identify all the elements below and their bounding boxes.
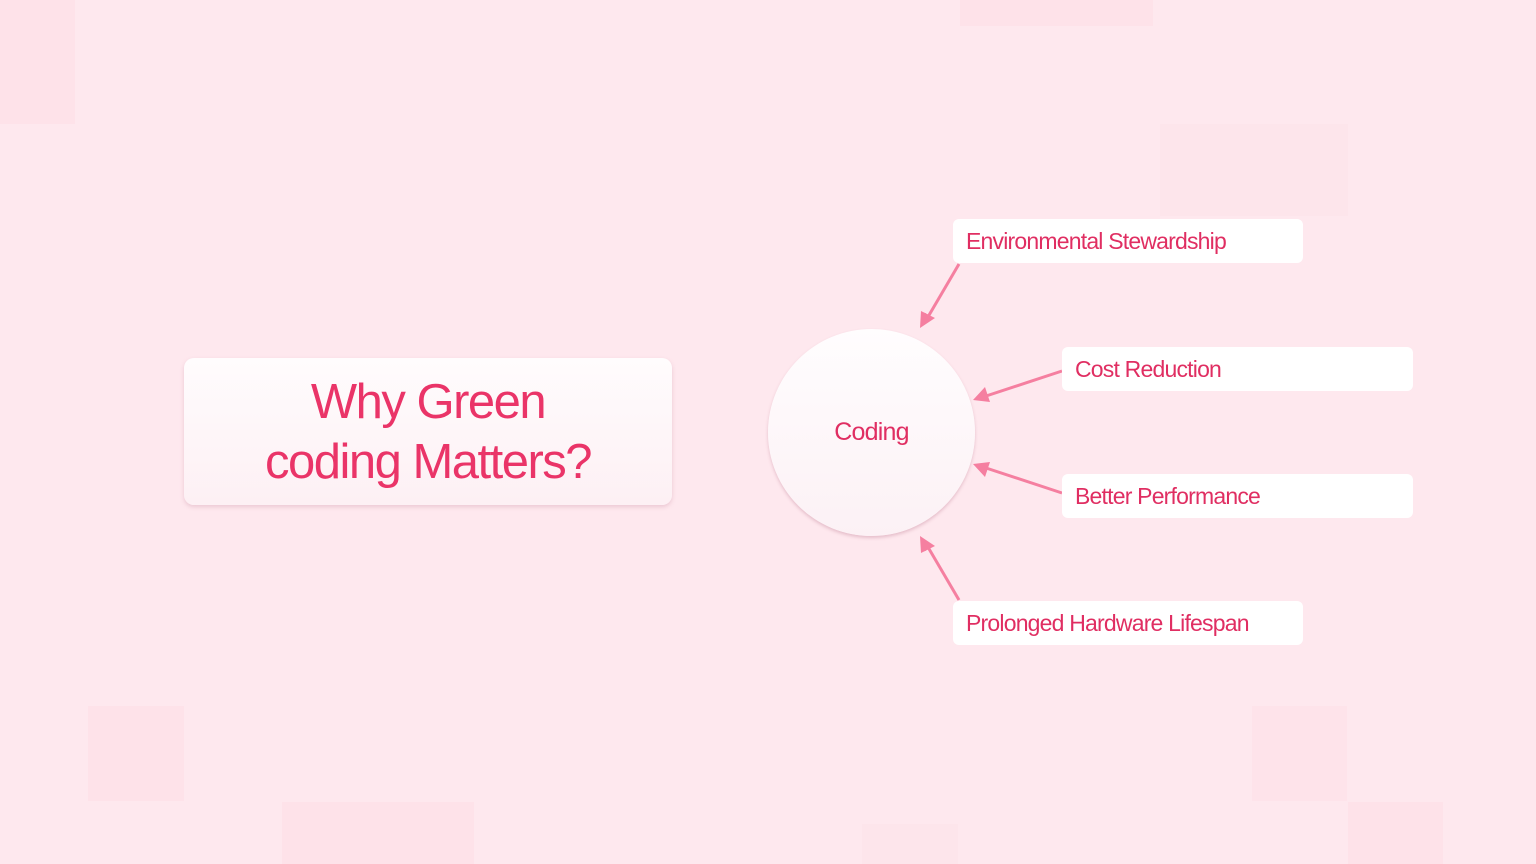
background-square — [960, 0, 1153, 26]
hub-label: Coding — [834, 418, 909, 446]
background-square — [88, 706, 184, 801]
background-square — [1252, 706, 1347, 801]
background-square — [0, 0, 75, 124]
title-card: Why Green coding Matters? — [184, 358, 672, 505]
benefit-label: Better Performance — [1075, 482, 1261, 509]
benefit-label: Cost Reduction — [1075, 355, 1222, 382]
arrow-environmental — [923, 263, 961, 324]
benefit-environmental-stewardship: Environmental Stewardship — [953, 219, 1303, 263]
benefit-label: Prolonged Hardware Lifespan — [966, 609, 1250, 636]
benefit-cost-reduction: Cost Reduction — [1062, 347, 1413, 391]
background-square — [862, 824, 958, 864]
background-square — [1160, 124, 1348, 216]
benefit-label: Environmental Stewardship — [966, 227, 1227, 254]
arrow-hardware — [923, 540, 961, 601]
arrow-performance — [978, 463, 1063, 495]
benefit-better-performance: Better Performance — [1062, 474, 1413, 518]
arrow-cost — [978, 369, 1063, 401]
hub-circle: Coding — [768, 329, 975, 536]
slide-title: Why Green coding Matters? — [264, 374, 593, 489]
background-square — [282, 802, 474, 864]
background-square — [1348, 802, 1443, 864]
benefit-prolonged-hardware-lifespan: Prolonged Hardware Lifespan — [953, 601, 1303, 645]
